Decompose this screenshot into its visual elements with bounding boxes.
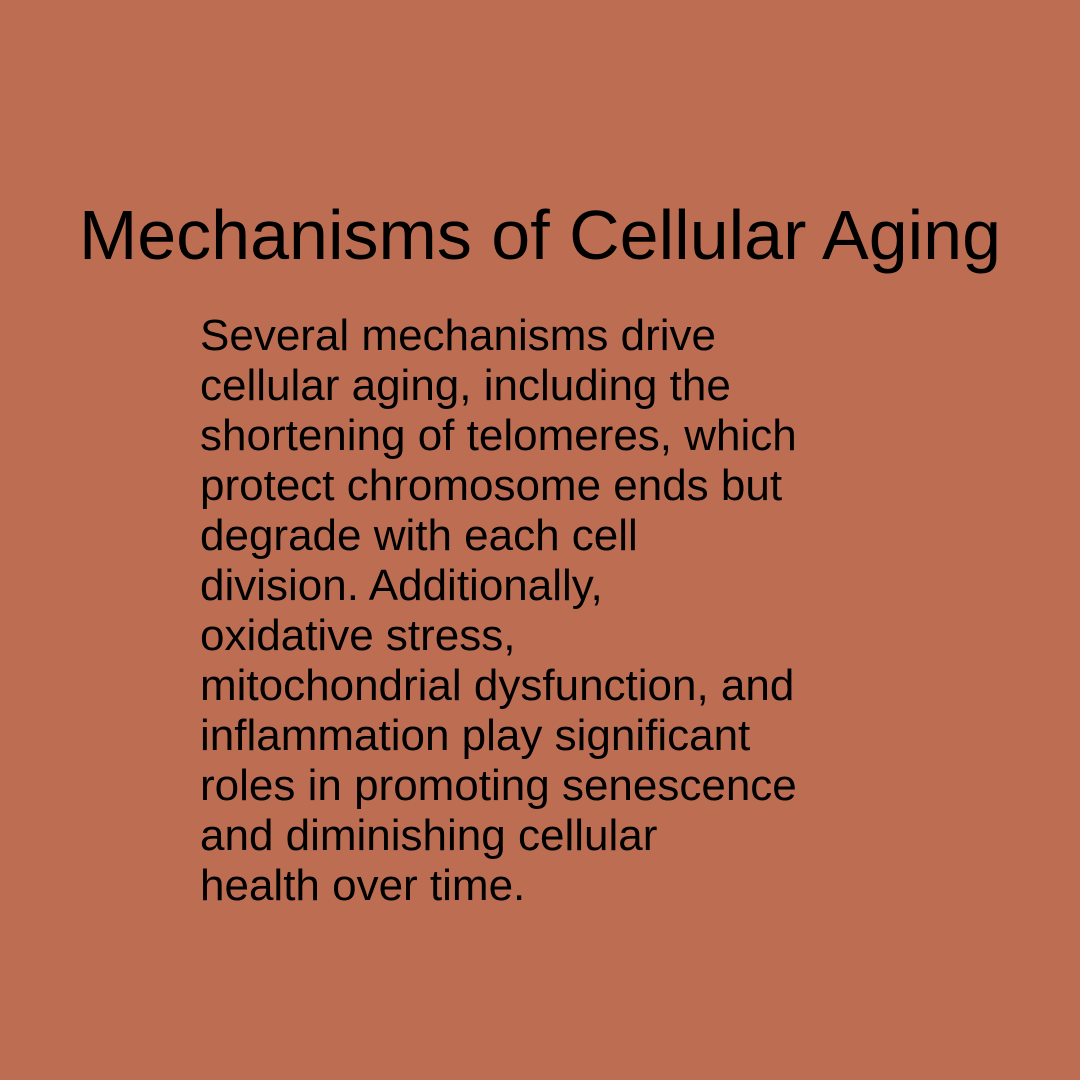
body-line: oxidative stress, bbox=[200, 611, 516, 660]
body-line: roles in promoting senescence bbox=[200, 761, 797, 810]
body-line: Several mechanisms drive bbox=[200, 311, 716, 360]
body-line: and diminishing cellular bbox=[200, 811, 658, 860]
body-line: degrade with each cell bbox=[200, 511, 638, 560]
body-line: health over time. bbox=[200, 861, 526, 910]
body-line: division. Additionally, bbox=[200, 561, 603, 610]
slide-body-text: Several mechanisms drive cellular aging,… bbox=[200, 311, 797, 911]
slide-title: Mechanisms of Cellular Aging bbox=[78, 196, 1002, 274]
body-line: shortening of telomeres, which bbox=[200, 411, 797, 460]
body-line: protect chromosome ends but bbox=[200, 461, 783, 510]
body-line: inflammation play significant bbox=[200, 711, 751, 760]
body-line: mitochondrial dysfunction, and bbox=[200, 661, 795, 710]
body-line: cellular aging, including the bbox=[200, 361, 731, 410]
